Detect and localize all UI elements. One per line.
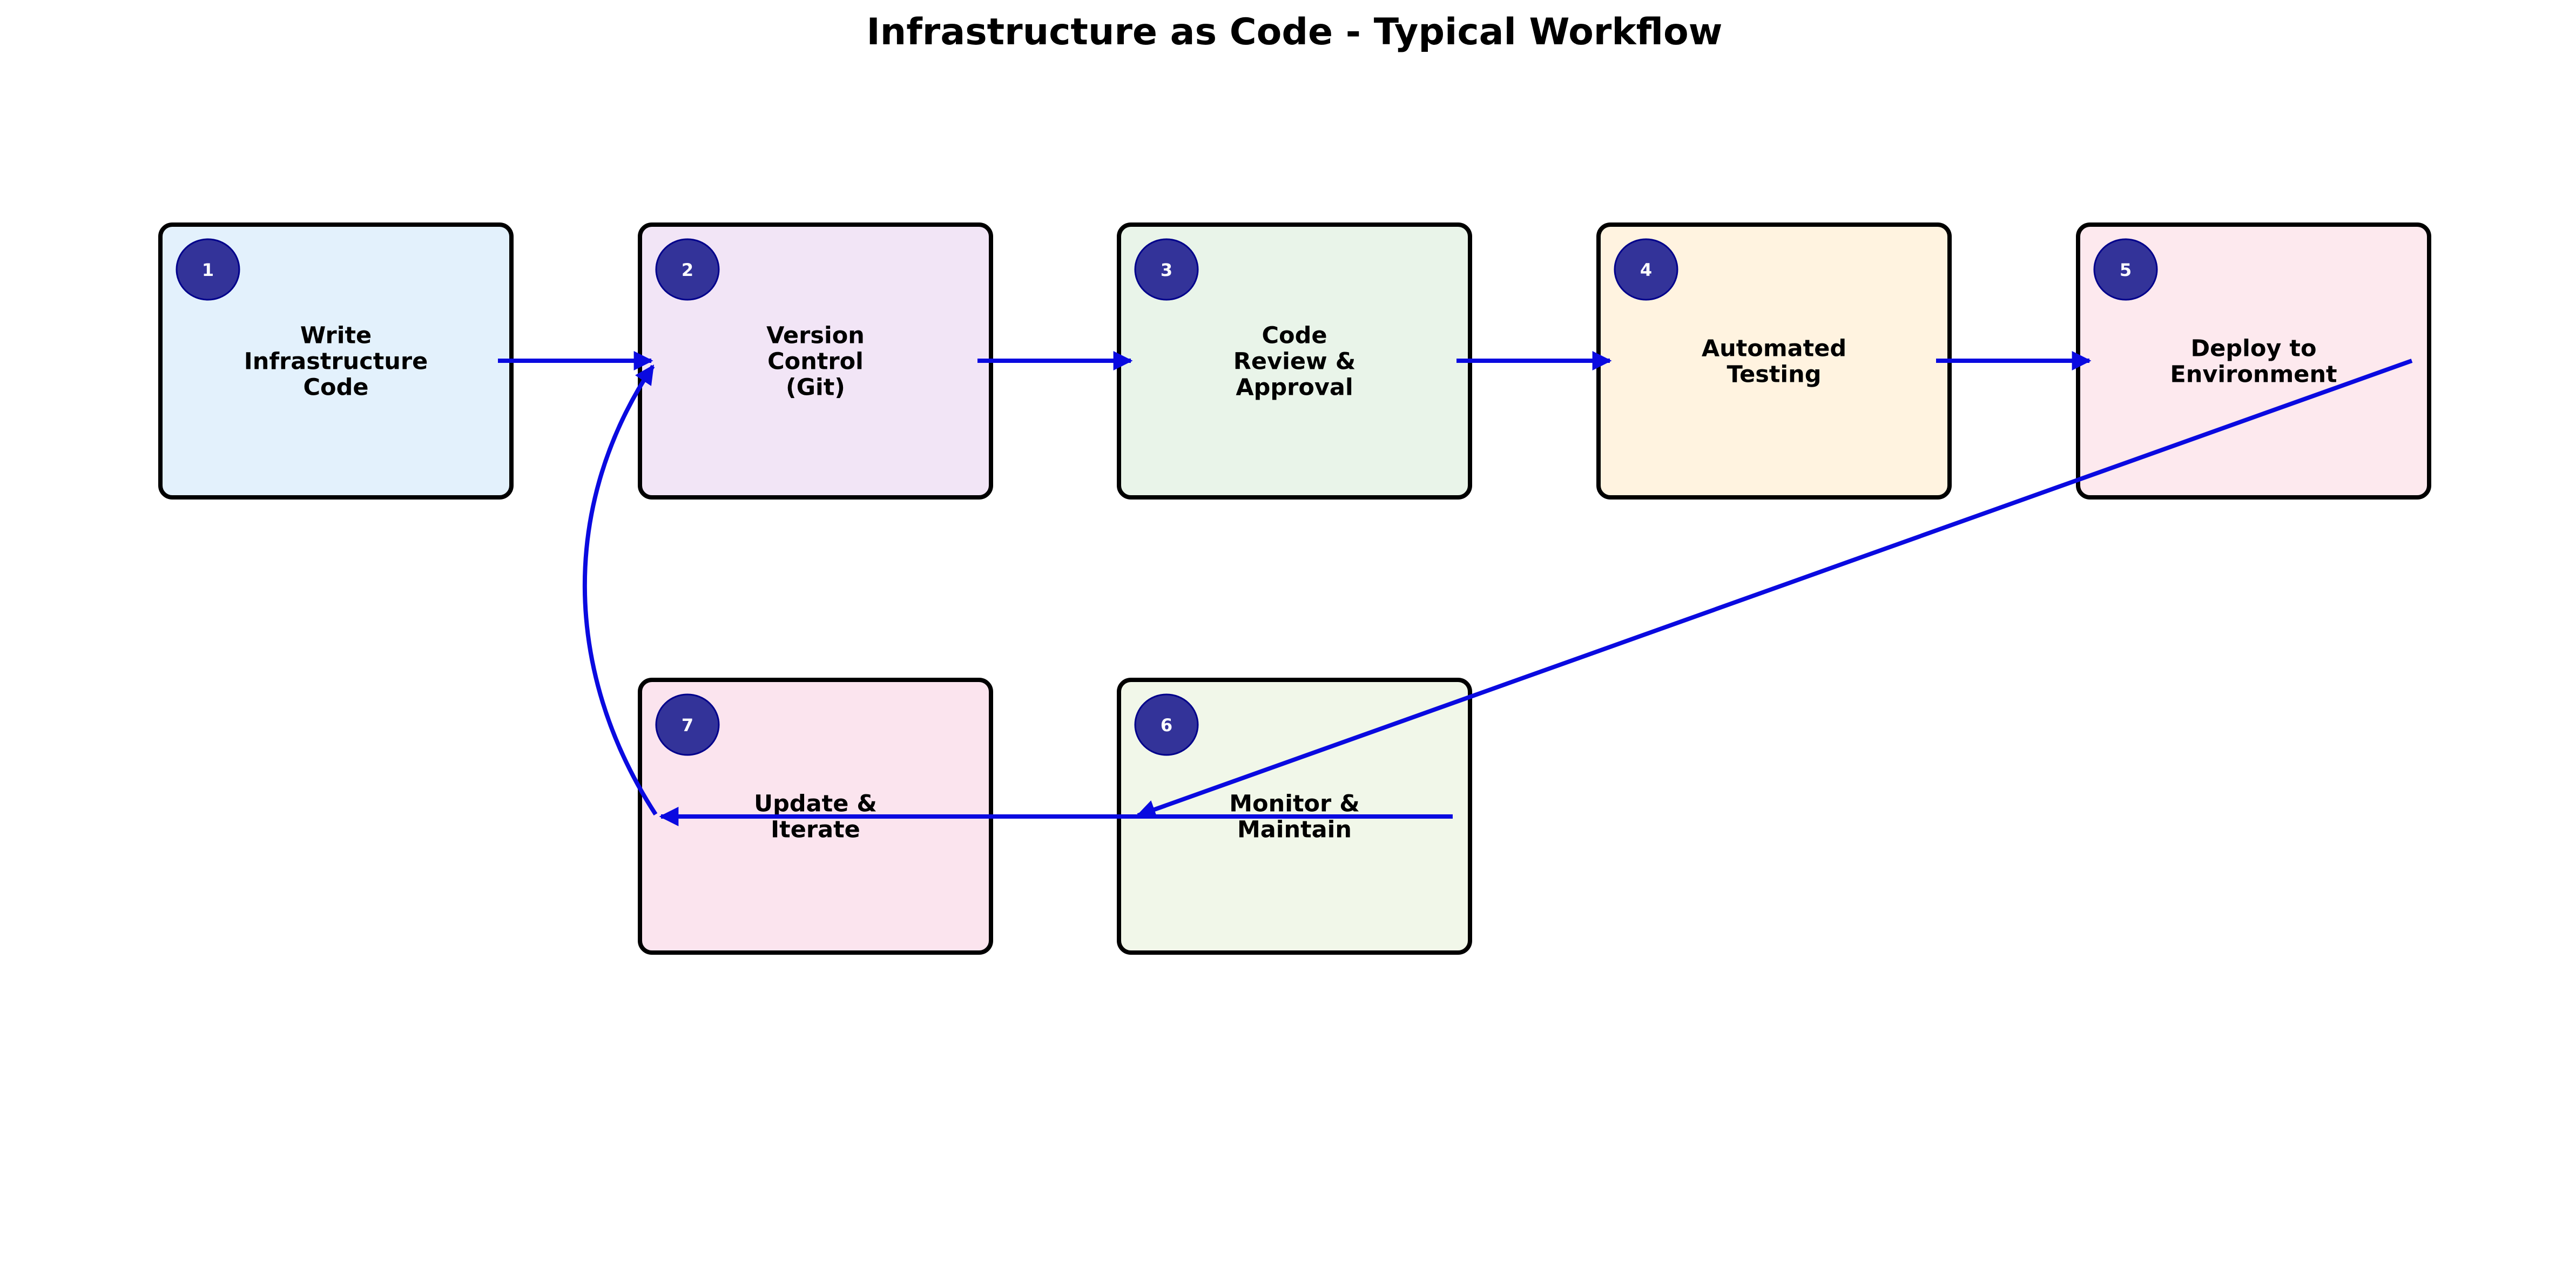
step-label: Update &Iterate: [754, 791, 877, 844]
step-number: 5: [2120, 260, 2132, 280]
step-number: 4: [1640, 260, 1652, 280]
step-label: Monitor &Maintain: [1229, 791, 1359, 844]
step-number: 2: [682, 260, 693, 280]
step-number-badge: [176, 238, 240, 301]
arrow-7-to-2: [582, 365, 658, 816]
step-label-line: Iterate: [771, 817, 860, 844]
step-label-line: Testing: [1727, 361, 1821, 388]
step-label-line: Code: [1262, 322, 1327, 349]
step-label-line: Infrastructure: [244, 348, 428, 375]
step-label-line: Write: [300, 322, 372, 349]
step-number: 7: [682, 715, 693, 736]
step-label-line: Control: [767, 348, 864, 375]
step-number-badge: [655, 238, 720, 301]
step-label-line: Code: [303, 374, 368, 401]
step-label-line: Monitor &: [1229, 791, 1359, 818]
step-label-line: Maintain: [1237, 817, 1352, 844]
step-number-badge: [1134, 238, 1199, 301]
step-number-badge: [2093, 238, 2158, 301]
step-number-badge: [655, 693, 720, 756]
step-label-line: Update &: [754, 791, 877, 818]
step-number: 3: [1161, 260, 1172, 280]
step-number-badge: [1134, 693, 1199, 756]
step-label-line: Environment: [2170, 361, 2337, 388]
arrow-5-to-6: [1136, 359, 2413, 819]
flow-arrows: [498, 351, 2413, 826]
step-label-line: (Git): [786, 374, 845, 401]
step-label-line: Review &: [1233, 348, 1356, 375]
diagram-title: Infrastructure as Code - Typical Workflo…: [866, 11, 1722, 53]
step-label-line: Deploy to: [2190, 335, 2316, 362]
step-label-line: Approval: [1236, 374, 1353, 401]
step-label-line: Automated: [1702, 335, 1846, 362]
step-number: 1: [202, 260, 214, 280]
step-label-line: Version: [766, 322, 865, 349]
step-number: 6: [1161, 715, 1172, 736]
step-number-badge: [1614, 238, 1678, 301]
